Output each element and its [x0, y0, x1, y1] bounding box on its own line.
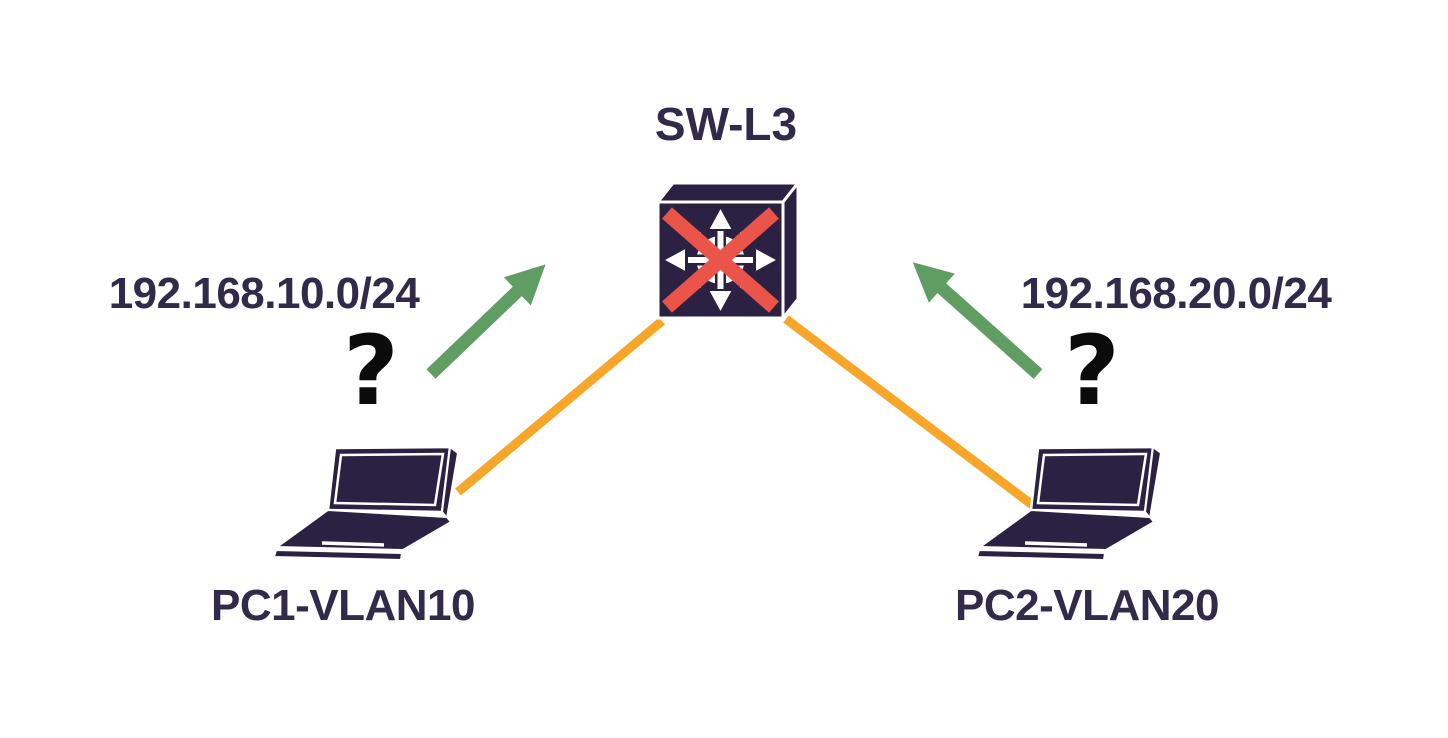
question-mark-left: ?	[343, 315, 399, 427]
laptop-pc1-icon	[272, 445, 460, 562]
pc1-label: PC1-VLAN10	[211, 581, 475, 630]
switch-label: SW-L3	[654, 98, 798, 150]
blocked-x-icon	[662, 207, 779, 313]
subnet-label-left: 192.168.10.0/24	[108, 269, 420, 318]
laptop-pc2-icon	[975, 445, 1163, 562]
subnet-label-right: 192.168.20.0/24	[1020, 269, 1332, 318]
traffic-arrow-left-icon	[426, 264, 546, 379]
link-pc2-to-switch	[783, 315, 1042, 514]
pc2-label: PC2-VLAN20	[955, 581, 1219, 630]
traffic-arrow-right-icon	[912, 262, 1043, 379]
question-mark-right: ?	[1064, 315, 1120, 427]
link-pc1-to-switch	[455, 317, 665, 496]
